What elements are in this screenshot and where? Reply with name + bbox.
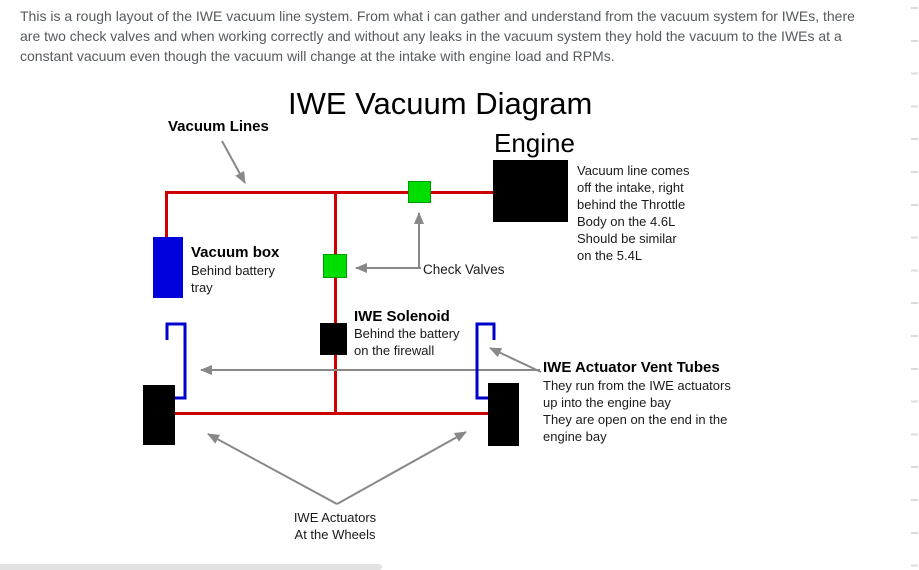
engine-note: Vacuum line comes off the intake, right …: [577, 163, 690, 263]
vent-tubes: [165, 322, 496, 400]
vacuum-box-title: Vacuum box: [191, 244, 280, 261]
vent-tube-left-shape: [165, 322, 187, 400]
actuators-arrow-left: [207, 433, 338, 505]
page-edge-tick-marks: [911, 7, 918, 567]
vent-tubes-title: IWE Actuator Vent Tubes: [543, 359, 720, 376]
solenoid-title: IWE Solenoid: [354, 308, 450, 325]
vacuum-line-top: [165, 191, 494, 194]
engine-box: [493, 160, 568, 222]
actuator-right-box: [488, 383, 519, 446]
vent-tube-arrow-diagonal: [489, 347, 542, 373]
vent-tubes-note: They run from the IWE actuators up into …: [543, 378, 731, 444]
actuators-arrow-right: [336, 431, 467, 505]
intro-paragraph: This is a rough layout of the IWE vacuum…: [20, 8, 855, 64]
actuator-left-box: [143, 385, 175, 445]
actuators-label: IWE Actuators At the Wheels: [293, 510, 377, 542]
vent-tube-right-shape: [475, 322, 496, 400]
engine-label: Engine: [494, 128, 575, 158]
vacuum-line-left-drop: [165, 191, 168, 238]
gray-arrows: [200, 140, 542, 505]
solenoid-note: Behind the battery on the firewall: [354, 326, 460, 358]
vacuum-box-shape: [153, 237, 183, 298]
check-valve-left: [323, 254, 347, 278]
check-valves-label: Check Valves: [423, 262, 505, 277]
vacuum-lines-label: Vacuum Lines: [168, 118, 269, 135]
check-valve-top: [408, 181, 431, 203]
vacuum-line-bottom: [175, 412, 489, 415]
vacuum-box-note: Behind battery tray: [191, 263, 275, 295]
solenoid-box: [320, 323, 347, 355]
horizontal-scrollbar-thumb[interactable]: [0, 564, 382, 570]
diagram-title: IWE Vacuum Diagram: [288, 86, 593, 121]
vacuum-lines-arrow: [221, 140, 246, 184]
vacuum-line-middle-vertical: [334, 191, 337, 415]
